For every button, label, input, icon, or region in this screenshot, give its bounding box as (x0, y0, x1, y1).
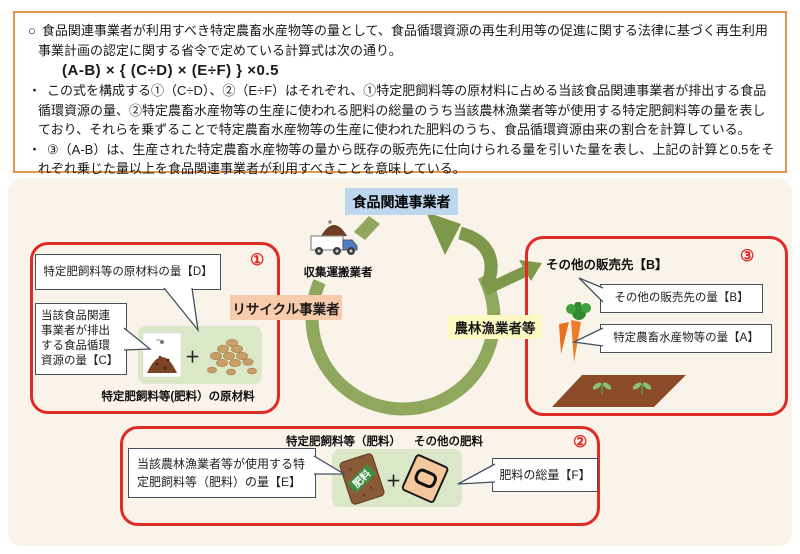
callout-b-text: その他の販売先の量【B】 (614, 292, 749, 304)
callout-c: 当該食品関連事業者が排出する食品循環資源の量【C】 (35, 303, 127, 375)
callout-e: 当該農林漁業者等が使用する特定肥飼料等（肥料）の量【E】 (128, 448, 316, 498)
planted-field-icon (552, 375, 686, 407)
plus-icon: ＋ (386, 473, 402, 490)
explanation-bullet-1-text: この式を構成する①（C÷D）、②（E÷F）はそれぞれ、①特定肥飼料等の原材料に占… (38, 83, 767, 137)
formula-text: (A-B) × { (C÷D) × (E÷F) } ×0.5 (62, 62, 279, 79)
callout-e-text: 当該農林漁業者等が使用する特定肥飼料等（肥料）の量【E】 (137, 457, 306, 489)
feed-pellets-icon (207, 339, 257, 376)
explanation-bullet-2-text: ③（A-B）は、生産された特定農畜水産物等の量から既存の販売先に仕向けられる量を… (38, 141, 775, 177)
explanation-intro: ○食品関連事業者が利用すべき特定農畜水産物等の量として、食品循環資源の再生利用等… (28, 21, 775, 60)
dot-bullet-marker: ・ (28, 83, 42, 98)
callout-d-text: 特定肥飼料等の原材料の量【D】 (43, 265, 213, 278)
callout-b: その他の販売先の量【B】 (600, 284, 763, 313)
recycler-red-box (30, 242, 280, 414)
number-1-badge: ① (250, 252, 265, 269)
explanation-intro-text: 食品関連事業者が利用すべき特定農畜水産物等の量として、食品循環資源の再生利用等の… (38, 23, 768, 58)
fertilizer-red-box (120, 426, 600, 526)
farmer-label: 農林漁業者等 (448, 315, 542, 339)
other-fertilizer-icon (401, 454, 449, 503)
recycle-loop-arrow-graphic (256, 178, 545, 416)
dot-bullet-marker: ・ (28, 141, 42, 157)
box1-caption: 特定肥飼料等(肥料）の原材料 (101, 391, 255, 403)
number-3-badge: ③ (740, 248, 755, 265)
food-business-box: 食品関連事業者 (345, 188, 458, 215)
callout-d: 特定肥飼料等の原材料の量【D】 (35, 254, 221, 290)
box2-header-left: 特定肥飼料等（肥料） (286, 436, 401, 448)
callout-a: 特定農畜水産物等の量【A】 (600, 324, 772, 353)
fertilizer-bag-icon: 肥料 (339, 453, 385, 505)
number-2-badge: ② (573, 434, 588, 451)
box2-header-right: その他の肥料 (414, 436, 483, 448)
carrots-icon (559, 302, 591, 362)
plus-icon: ＋ (185, 349, 201, 366)
collector-label: 収集運搬業者 (303, 267, 373, 279)
diagram-panel: 食品関連事業者 収集運搬業者 リサイクル事業者 農林漁業者等 ① 特定肥飼料等の… (8, 178, 792, 546)
callout-f-text: 肥料の総量【F】 (499, 467, 591, 482)
explanation-bullet-2: ・③（A-B）は、生産された特定農畜水産物等の量から既存の販売先に仕向けられる量… (28, 140, 775, 179)
food-waste-pile-icon (143, 332, 181, 378)
explanation-bullet-1: ・この式を構成する①（C÷D）、②（E÷F）はそれぞれ、①特定肥飼料等の原材料に… (28, 81, 775, 140)
garbage-truck-icon (310, 220, 358, 255)
recycler-label: リサイクル事業者 (230, 295, 342, 320)
explanation-box: ○食品関連事業者が利用すべき特定農畜水産物等の量として、食品循環資源の再生利用等… (13, 11, 787, 176)
callout-c-text: 当該食品関連事業者が排出する食品循環資源の量【C】 (41, 310, 119, 367)
callout-a-text: 特定農畜水産物等の量【A】 (613, 332, 759, 344)
circle-bullet-marker: ○ (28, 23, 36, 38)
other-sales-heading: その他の販売先【B】 (546, 258, 668, 272)
callout-f: 肥料の総量【F】 (492, 458, 598, 492)
